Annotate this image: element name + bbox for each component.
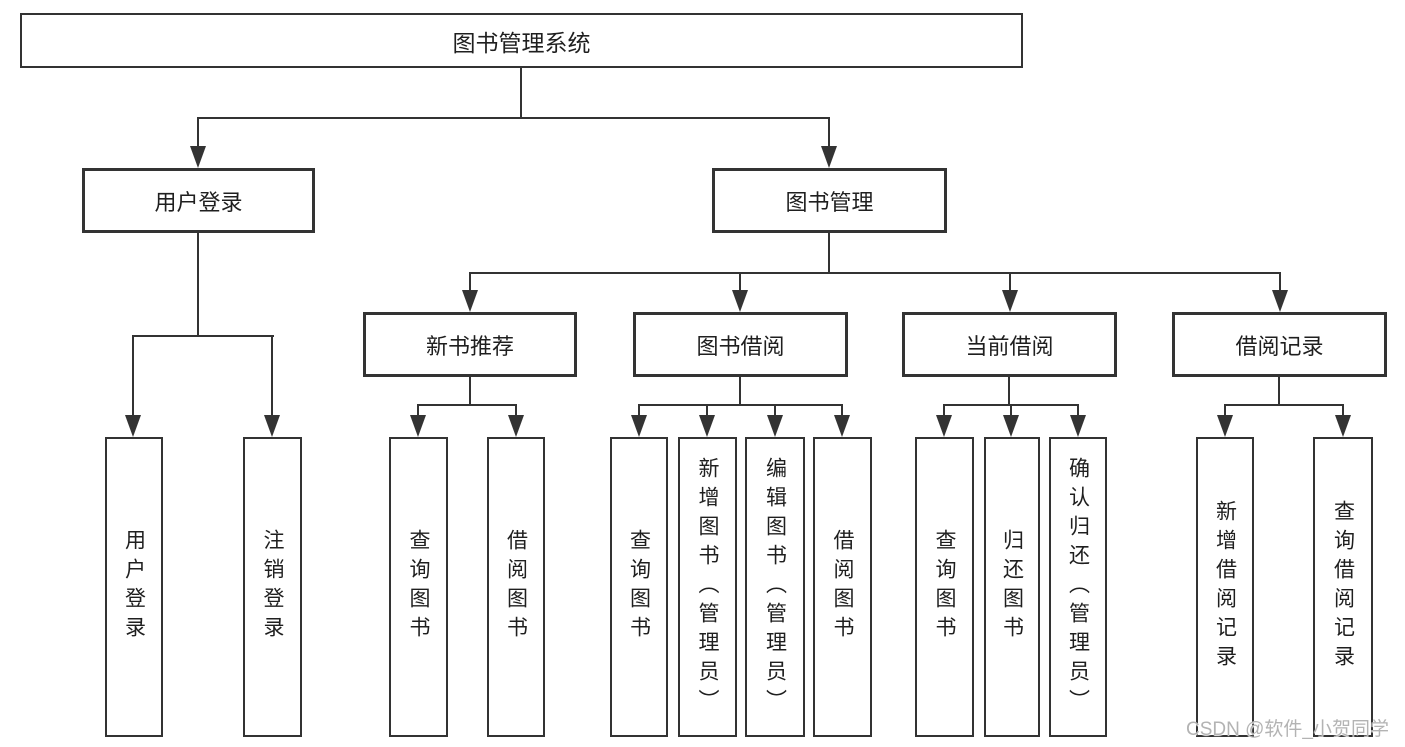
node-book-mgmt: 图书管理 — [712, 168, 947, 233]
leaf-query-books-1: 查询图书 — [389, 437, 448, 737]
node-current-borrow-label: 当前借阅 — [965, 333, 1054, 359]
arrow-to-borrow-records — [1272, 290, 1288, 312]
leaf-query-books-3-label: 查询图书 — [933, 529, 956, 645]
node-book-mgmt-label: 图书管理 — [785, 189, 874, 215]
leaf-edit-books-admin: 编辑图书（管理员） — [745, 437, 805, 737]
leaf-add-books-admin-label: 新增图书（管理员） — [696, 456, 719, 718]
connector-stem-leaf-9 — [1010, 404, 1012, 419]
node-book-borrow-label: 图书借阅 — [696, 333, 785, 359]
connector-stem-leaf-7 — [841, 404, 843, 419]
leaf-edit-books-admin-label: 编辑图书（管理员） — [763, 456, 787, 718]
arrow-to-leaf-2 — [410, 415, 426, 437]
connector-borrow-records-vline — [1278, 377, 1280, 405]
arrow-to-leaf-logout — [264, 415, 280, 437]
leaf-query-books-2: 查询图书 — [610, 437, 668, 737]
arrow-to-book-mgmt — [821, 146, 837, 168]
connector-stem-user-login — [197, 117, 199, 150]
connector-stem-borrow-records — [1279, 272, 1281, 294]
node-current-borrow: 当前借阅 — [902, 312, 1117, 377]
node-book-borrow: 图书借阅 — [633, 312, 848, 377]
arrow-to-leaf-8 — [936, 415, 952, 437]
connector-stem-leaf-3 — [515, 404, 517, 419]
arrow-to-leaf-9 — [1003, 415, 1019, 437]
connector-level2-hline — [197, 117, 830, 119]
connector-stem-current-borrow — [1009, 272, 1011, 294]
node-new-books: 新书推荐 — [363, 312, 577, 377]
arrow-to-leaf-4 — [631, 415, 647, 437]
leaf-logout-label: 注销登录 — [261, 529, 284, 645]
leaf-user-login: 用户登录 — [105, 437, 163, 737]
connector-stem-leaf-4 — [638, 404, 640, 419]
node-borrow-records-label: 借阅记录 — [1235, 333, 1324, 359]
leaf-add-books-admin: 新增图书（管理员） — [678, 437, 737, 737]
connector-new-books-vline — [469, 377, 471, 405]
leaf-user-login-label: 用户登录 — [122, 529, 146, 645]
arrow-to-leaf-12 — [1335, 415, 1351, 437]
connector-stem-leaf-10 — [1077, 404, 1079, 419]
node-root-library-system: 图书管理系统 — [20, 13, 1023, 68]
connector-borrow-records-hline — [1224, 404, 1343, 406]
connector-user-login-hline — [132, 335, 274, 337]
leaf-add-borrow-record: 新增借阅记录 — [1196, 437, 1254, 737]
connector-stem-leaf-2 — [417, 404, 419, 419]
connector-stem-leaf-11 — [1224, 404, 1226, 419]
connector-book-borrow-vline — [739, 377, 741, 405]
connector-new-books-hline — [417, 404, 517, 406]
arrow-to-leaf-5 — [699, 415, 715, 437]
connector-stem-leaf-8 — [943, 404, 945, 419]
connector-stem-book-borrow — [739, 272, 741, 294]
leaf-return-books: 归还图书 — [984, 437, 1040, 737]
arrow-to-book-borrow — [732, 290, 748, 312]
node-user-login: 用户登录 — [82, 168, 315, 233]
node-user-login-label: 用户登录 — [154, 189, 243, 215]
node-new-books-label: 新书推荐 — [425, 333, 514, 359]
arrow-to-leaf-6 — [767, 415, 783, 437]
connector-current-borrow-vline — [1008, 377, 1010, 405]
arrow-to-leaf-7 — [834, 415, 850, 437]
leaf-confirm-return-admin: 确认归还（管理员） — [1049, 437, 1107, 737]
connector-root-vline — [520, 68, 522, 118]
arrow-to-user-login — [190, 146, 206, 168]
arrow-to-leaf-10 — [1070, 415, 1086, 437]
arrow-to-leaf-3 — [508, 415, 524, 437]
leaf-add-borrow-record-label: 新增借阅记录 — [1213, 500, 1237, 674]
connector-stem-book-mgmt — [828, 117, 830, 150]
leaf-query-books-1-label: 查询图书 — [407, 529, 430, 645]
connector-stem-new-books — [469, 272, 471, 294]
connector-stem-leaf-login — [132, 335, 134, 417]
leaf-logout: 注销登录 — [243, 437, 302, 737]
leaf-borrow-books-2: 借阅图书 — [813, 437, 872, 737]
leaf-return-books-label: 归还图书 — [1000, 529, 1024, 645]
connector-stem-leaf-12 — [1342, 404, 1344, 419]
arrow-to-leaf-login — [125, 415, 141, 437]
leaf-query-borrow-record: 查询借阅记录 — [1313, 437, 1373, 737]
connector-book-borrow-hline — [638, 404, 843, 406]
connector-stem-leaf-6 — [774, 404, 776, 419]
connector-user-login-vline — [197, 233, 199, 336]
leaf-borrow-books-1: 借阅图书 — [487, 437, 545, 737]
leaf-borrow-books-2-label: 借阅图书 — [831, 529, 854, 645]
leaf-query-books-2-label: 查询图书 — [627, 529, 651, 645]
csdn-watermark: CSDN @软件_小贺同学 — [1186, 719, 1389, 740]
leaf-confirm-return-admin-label: 确认归还（管理员） — [1066, 456, 1090, 718]
connector-level3-hline — [469, 272, 1281, 274]
arrow-to-new-books — [462, 290, 478, 312]
arrow-to-leaf-11 — [1217, 415, 1233, 437]
connector-book-mgmt-vline — [828, 233, 830, 273]
connector-stem-leaf-5 — [706, 404, 708, 419]
node-root-label: 图书管理系统 — [452, 29, 591, 56]
arrow-to-current-borrow — [1002, 290, 1018, 312]
leaf-query-borrow-record-label: 查询借阅记录 — [1331, 500, 1355, 674]
leaf-query-books-3: 查询图书 — [915, 437, 974, 737]
leaf-borrow-books-1-label: 借阅图书 — [504, 529, 528, 645]
connector-stem-leaf-logout — [271, 335, 273, 417]
node-borrow-records: 借阅记录 — [1172, 312, 1387, 377]
